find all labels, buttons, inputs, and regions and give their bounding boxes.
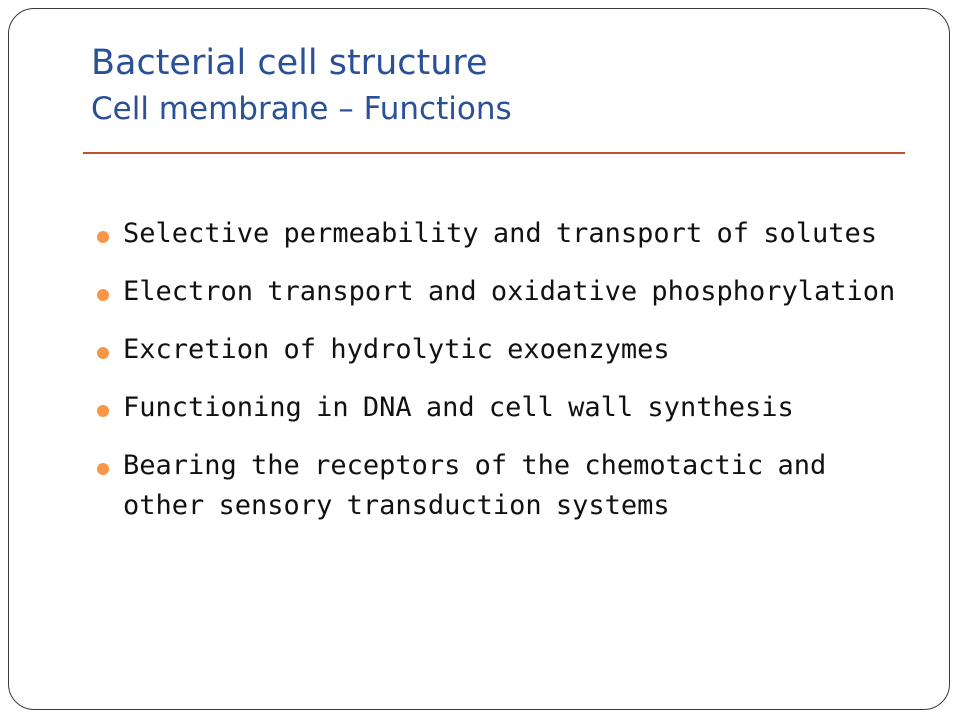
slide-subtitle: Cell membrane – Functions	[91, 91, 512, 127]
bullet-dot-icon	[97, 347, 109, 359]
bullet-text: Selective permeability and transport of …	[123, 218, 878, 249]
bullet-text: Electron transport and oxidative phospho…	[123, 276, 896, 307]
list-item: Selective permeability and transport of …	[91, 214, 911, 254]
bullet-dot-icon	[97, 405, 109, 417]
slide: Bacterial cell structure Cell membrane –…	[8, 8, 950, 710]
bullet-list: Selective permeability and transport of …	[91, 214, 911, 544]
list-item: Functioning in DNA and cell wall synthes…	[91, 388, 911, 428]
list-item: Bearing the receptors of the chemotactic…	[91, 446, 911, 526]
slide-title: Bacterial cell structure	[91, 43, 488, 83]
list-item: Excretion of hydrolytic exoenzymes	[91, 330, 911, 370]
bullet-dot-icon	[97, 289, 109, 301]
bullet-text: Bearing the receptors of the chemotactic…	[123, 450, 827, 521]
title-divider	[83, 152, 905, 154]
bullet-text: Excretion of hydrolytic exoenzymes	[123, 334, 670, 365]
bullet-text: Functioning in DNA and cell wall synthes…	[123, 392, 794, 423]
bullet-dot-icon	[97, 463, 109, 475]
bullet-dot-icon	[97, 231, 109, 243]
list-item: Electron transport and oxidative phospho…	[91, 272, 911, 312]
title-block: Bacterial cell structure Cell membrane –…	[91, 39, 911, 131]
